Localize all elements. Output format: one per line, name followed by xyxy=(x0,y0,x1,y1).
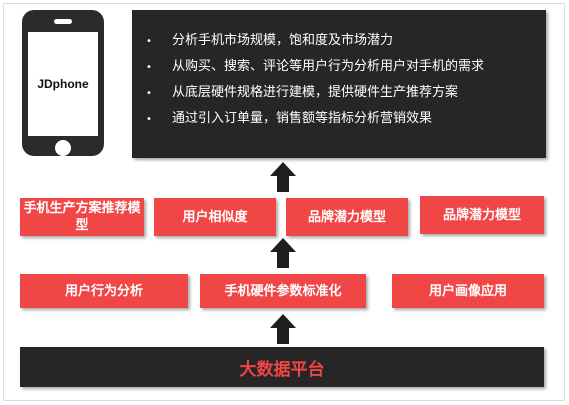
model-box-production-plan: 手机生产方案推荐模型 xyxy=(20,198,144,236)
objective-item: • 通过引入订单量，销售额等指标分析营销效果 xyxy=(146,106,546,132)
model-box-brand-potential: 品牌潜力模型 xyxy=(286,198,408,236)
bullet-icon: • xyxy=(146,62,152,73)
objective-text: 分析手机市场规模，饱和度及市场潜力 xyxy=(172,33,394,48)
bullet-icon: • xyxy=(146,114,152,125)
up-arrow-icon xyxy=(270,238,296,268)
bullet-icon: • xyxy=(146,88,152,99)
analysis-box-user-behavior: 用户行为分析 xyxy=(20,274,188,308)
objective-text: 通过引入订单量，销售额等指标分析营销效果 xyxy=(172,111,433,126)
analysis-box-hardware-standardization: 手机硬件参数标准化 xyxy=(200,274,366,308)
big-data-platform-bar: 大数据平台 xyxy=(20,347,544,387)
analysis-box-label: 用户画像应用 xyxy=(428,283,507,299)
up-arrow-icon xyxy=(270,162,296,192)
objective-item: • 分析手机市场规模，饱和度及市场潜力 xyxy=(146,28,546,54)
phone-screen-label: JDphone xyxy=(37,77,89,91)
objectives-list: • 分析手机市场规模，饱和度及市场潜力 • 从购买、搜索、评论等用户行为分析用户对手… xyxy=(132,10,546,132)
model-box-label: 品牌潜力模型 xyxy=(307,209,386,225)
model-box-label: 用户相似度 xyxy=(182,209,248,225)
analysis-box-label: 手机硬件参数标准化 xyxy=(224,283,342,299)
up-arrow-icon xyxy=(270,314,296,344)
objective-text: 从购买、搜索、评论等用户行为分析用户对手机的需求 xyxy=(172,59,485,74)
model-box-user-similarity: 用户相似度 xyxy=(154,198,276,236)
objective-item: • 从购买、搜索、评论等用户行为分析用户对手机的需求 xyxy=(146,54,546,80)
objective-item: • 从底层硬件规格进行建模，提供硬件生产推荐方案 xyxy=(146,80,546,106)
objective-text: 从底层硬件规格进行建模，提供硬件生产推荐方案 xyxy=(172,85,459,100)
phone-home-button-icon xyxy=(55,140,71,156)
bullet-icon: • xyxy=(146,36,152,47)
model-box-label: 手机生产方案推荐模型 xyxy=(23,201,141,233)
analysis-box-label: 用户行为分析 xyxy=(64,283,143,299)
objectives-panel: • 分析手机市场规模，饱和度及市场潜力 • 从购买、搜索、评论等用户行为分析用户对手… xyxy=(132,10,546,158)
platform-label: 大数据平台 xyxy=(239,359,325,380)
model-box-brand-potential-2: 品牌潜力模型 xyxy=(420,196,544,234)
analysis-box-user-portrait: 用户画像应用 xyxy=(392,274,544,308)
phone-screen: JDphone xyxy=(28,32,98,136)
model-box-label: 品牌潜力模型 xyxy=(442,207,521,223)
phone-speaker-icon xyxy=(54,19,72,24)
phone-illustration: JDphone xyxy=(22,10,104,156)
